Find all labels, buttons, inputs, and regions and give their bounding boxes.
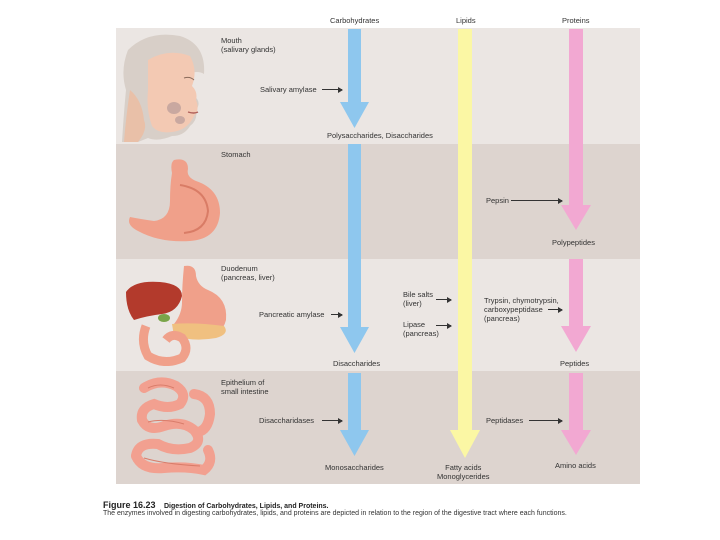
trypsin-pointer — [548, 306, 563, 313]
salivary-gland — [167, 102, 181, 114]
lipase-pointer — [436, 322, 452, 329]
product-fatty-acids-text: Fatty acids Monoglycerides — [437, 463, 490, 481]
bile-salts-pointer — [436, 296, 452, 303]
region-duodenum: Duodenum (pancreas, liver) — [221, 264, 275, 282]
product-polypeptides: Polypeptides — [552, 238, 595, 247]
protein-arrow-duodenum — [561, 259, 591, 352]
stomach-illustration — [129, 159, 220, 242]
enzyme-trypsin-text: Trypsin, chymotrypsin, carboxypeptidase … — [484, 296, 559, 323]
enzyme-pancreatic-amylase: Pancreatic amylase — [259, 310, 325, 319]
pancreatic-amylase-pointer — [331, 311, 343, 318]
column-header-carbohydrates: Carbohydrates — [330, 16, 380, 25]
region-epithelium: Epithelium of small intestine — [221, 378, 269, 396]
intestine-illustration — [131, 377, 216, 476]
carb-arrow-stomach-duodenum — [340, 144, 369, 353]
product-amino-acids: Amino acids — [555, 461, 596, 470]
figure-caption: The enzymes involved in digesting carboh… — [103, 510, 567, 517]
product-fatty-acids: Fatty acids Monoglycerides — [437, 463, 490, 481]
intestine-loop — [138, 324, 191, 366]
enzyme-trypsin: Trypsin, chymotrypsin, carboxypeptidase … — [484, 296, 559, 323]
stomach-shape — [174, 265, 227, 336]
region-duodenum-text: Duodenum (pancreas, liver) — [221, 264, 275, 282]
carbohydrate-arrows — [340, 29, 369, 456]
enzyme-pepsin: Pepsin — [486, 196, 509, 205]
enzyme-peptidases: Peptidases — [486, 416, 524, 425]
protein-arrows — [561, 29, 591, 455]
enzyme-disaccharidases: Disaccharidases — [259, 416, 315, 425]
product-peptides: Peptides — [560, 359, 590, 368]
carb-arrow-mouth — [340, 29, 369, 128]
region-mouth-text: Mouth (salivary glands) — [221, 36, 276, 54]
peptidases-pointer — [529, 417, 563, 424]
salivary-amylase-pointer — [322, 86, 343, 93]
product-monosaccharides: Monosaccharides — [325, 463, 384, 472]
product-poly-di: Polysaccharides, Disaccharides — [327, 131, 433, 140]
face-illustration — [122, 34, 205, 142]
region-epithelium-text: Epithelium of small intestine — [221, 378, 269, 396]
protein-arrow-epithelium — [561, 373, 591, 455]
figure-title: Digestion of Carbohydrates, Lipids, and … — [163, 503, 329, 510]
region-stomach: Stomach — [221, 150, 251, 159]
lipid-arrow — [450, 29, 480, 458]
carb-arrow-epithelium — [340, 373, 369, 456]
enzyme-bile-salts: Bile salts (liver) — [403, 290, 433, 308]
figure-heading: Figure 16.23 Digestion of Carbohydrates,… — [103, 495, 329, 513]
liver-shape — [126, 281, 182, 320]
enzyme-salivary-amylase: Salivary amylase — [260, 85, 317, 94]
column-header-lipids: Lipids — [456, 16, 476, 25]
pepsin-pointer — [511, 197, 563, 204]
product-disaccharides: Disaccharides — [333, 359, 381, 368]
enzyme-lipase-text: Lipase (pancreas) — [403, 320, 439, 338]
figure-number: Figure 16.23 — [103, 500, 156, 510]
mouth-band — [116, 28, 640, 144]
enzyme-bile-salts-text: Bile salts (liver) — [403, 290, 434, 308]
region-mouth: Mouth (salivary glands) — [221, 36, 276, 54]
disaccharidases-pointer — [322, 417, 343, 424]
protein-arrow-mouth-stomach — [561, 29, 591, 230]
duodenum-illustration — [126, 265, 227, 366]
enzyme-lipase: Lipase (pancreas) — [403, 320, 439, 338]
column-header-proteins: Proteins — [562, 16, 590, 25]
